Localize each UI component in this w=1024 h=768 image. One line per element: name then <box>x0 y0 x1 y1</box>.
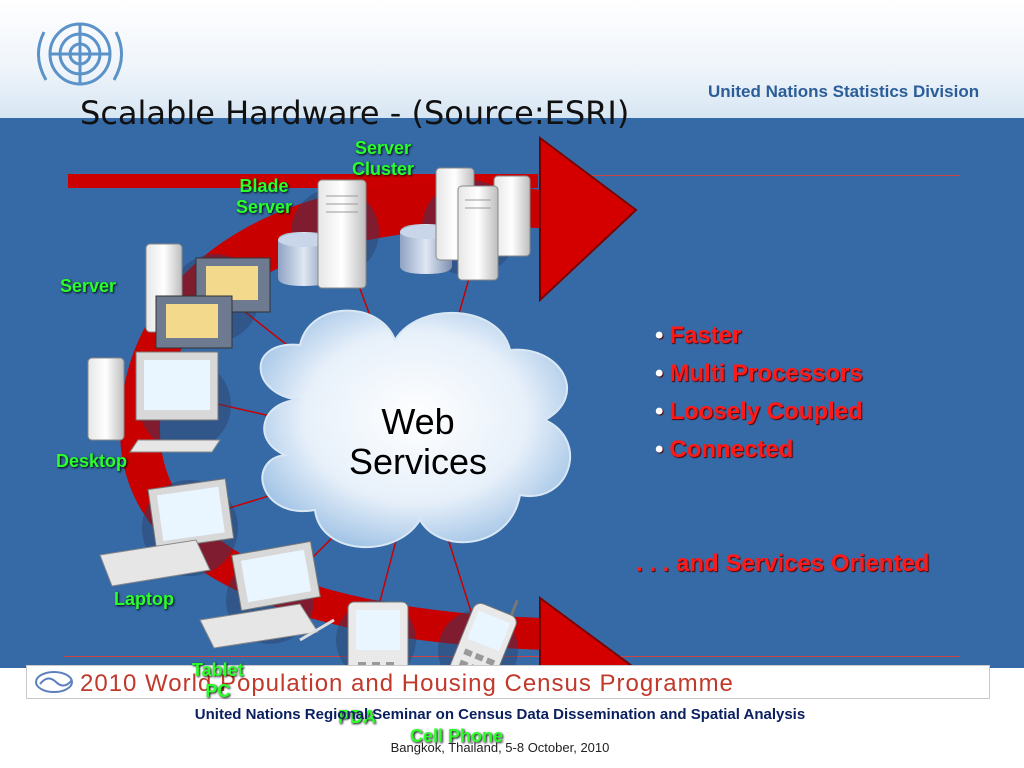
web-services-label: Web Services <box>320 402 516 482</box>
banner-text: 2010 World Population and Housing Census… <box>80 670 734 697</box>
server-cluster-label-line2: Cluster <box>352 159 415 179</box>
cell-phone-label: Cell Phone <box>410 726 504 746</box>
blade-server-label-line2: Server <box>236 197 293 217</box>
desktop-icon <box>87 351 221 453</box>
server-cluster-label-line1: Server <box>354 138 412 158</box>
tablet-pc-label-line1: Tablet <box>192 660 244 680</box>
pda-icon <box>347 601 409 668</box>
un-logo-icon <box>37 22 123 86</box>
slide-title: Scalable Hardware - (Source:ESRI) <box>80 94 630 132</box>
bullet-item: •Multi Processors <box>655 360 863 398</box>
server-label: Server <box>60 276 117 296</box>
web-services-line2: Services <box>348 441 488 482</box>
bullet-text: Faster <box>669 322 742 349</box>
blade-server-label-line1: Blade <box>239 176 289 196</box>
desktop-label: Desktop <box>56 451 128 471</box>
bullet-dot-icon: • <box>655 398 664 425</box>
tablet-pc-icon <box>199 540 335 649</box>
seminar-title: United Nations Regional Seminar on Censu… <box>194 706 806 723</box>
blade-server-label: Blade Server <box>236 176 292 218</box>
bullet-dot-icon: • <box>655 436 664 463</box>
decorative-rule-bottom <box>64 656 960 657</box>
web-services-line1: Web <box>381 401 455 442</box>
laptop-label: Laptop <box>114 589 174 609</box>
web-services-cloud <box>259 309 572 549</box>
bullet-text: Multi Processors <box>669 360 863 387</box>
feature-bullet-list: •Faster •Multi Processors •Loosely Coupl… <box>655 322 863 474</box>
tablet-pc-label-line2: PC <box>205 681 231 701</box>
server-cluster-label: Server Cluster <box>352 138 414 180</box>
tablet-pc-label: Tablet PC <box>192 660 244 702</box>
laptop-icon <box>99 478 235 587</box>
seminar-location-date: Bangkok, Thailand, 5-8 October, 2010 <box>390 740 610 755</box>
top-arrowhead <box>539 136 638 303</box>
server-icon <box>145 243 271 349</box>
census-logo-icon <box>35 671 73 693</box>
census-programme-banner <box>26 665 990 699</box>
decorative-rule <box>520 175 960 176</box>
web-services-diagram <box>68 136 638 668</box>
blade-server-icon <box>278 179 367 289</box>
bullet-item: •Connected <box>655 436 863 474</box>
bullet-text: Connected <box>669 436 794 463</box>
bullet-dot-icon: • <box>655 360 664 387</box>
server-cluster-icon <box>400 167 531 281</box>
services-oriented-tagline: . . . and Services Oriented <box>636 550 930 577</box>
bullet-dot-icon: • <box>655 322 664 349</box>
bullet-item: •Faster <box>655 322 863 360</box>
bullet-item: •Loosely Coupled <box>655 398 863 436</box>
bullet-text: Loosely Coupled <box>669 398 863 425</box>
header-band <box>0 0 1024 118</box>
bottom-arrowhead <box>539 596 637 668</box>
pda-label: PDA <box>338 707 377 727</box>
organization-name: United Nations Statistics Division <box>708 82 980 101</box>
